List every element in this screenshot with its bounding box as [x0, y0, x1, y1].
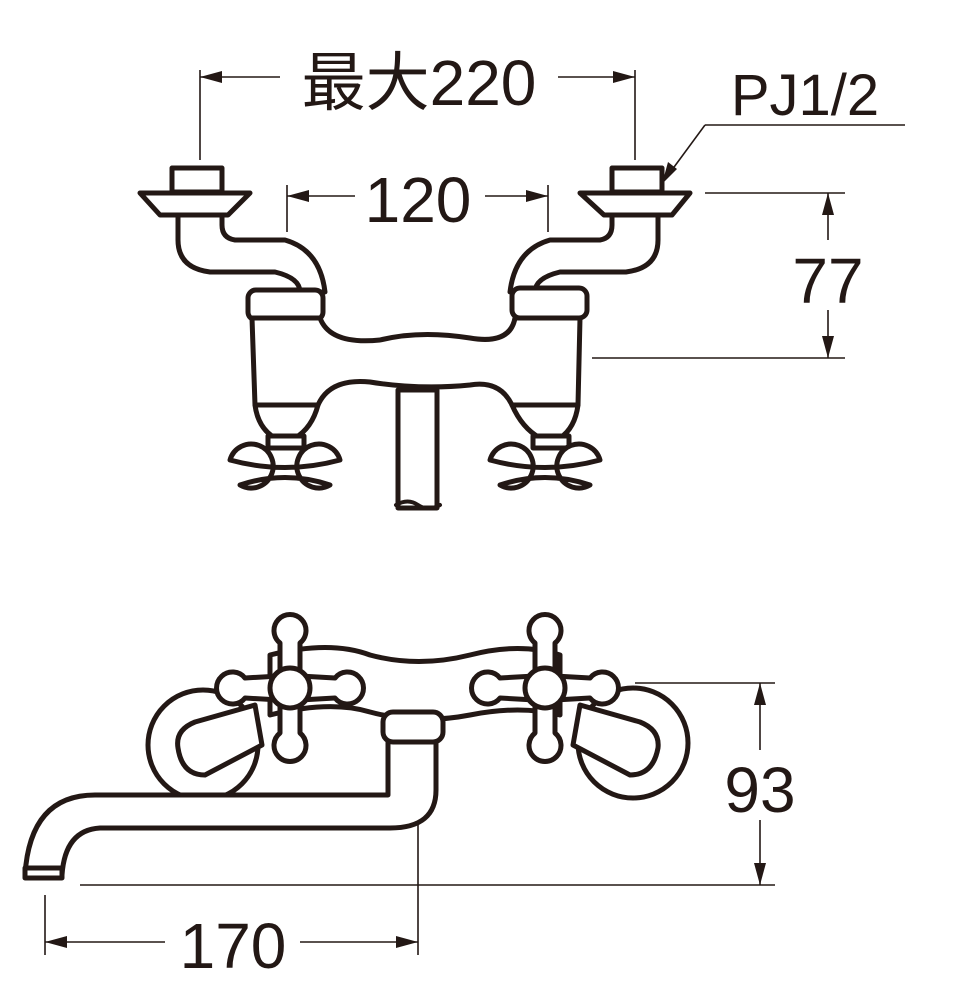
right-handle-front	[490, 444, 600, 488]
dimension-max-220: 最大220	[199, 47, 636, 160]
right-inlet-fitting	[507, 165, 693, 295]
left-inlet-fitting	[137, 165, 328, 295]
left-wall-flange	[145, 687, 265, 803]
dimension-170: 170	[44, 825, 419, 982]
dimension-93: 93	[80, 682, 796, 886]
top-height-label: 77	[792, 245, 863, 317]
side-height-label: 93	[724, 754, 795, 826]
spout	[22, 709, 446, 881]
right-wall-flange	[570, 685, 691, 801]
center-distance-label: 120	[365, 164, 472, 236]
spout-reach-label: 170	[180, 910, 287, 982]
side-view: 93 170	[22, 615, 796, 982]
thread-label: PJ1/2	[731, 63, 879, 128]
dimension-120: 120	[286, 164, 549, 236]
max-width-label: 最大220	[302, 47, 537, 119]
faucet-body-top	[245, 285, 590, 511]
left-handle-front	[230, 444, 340, 488]
dimension-77: 77	[592, 192, 864, 359]
top-view: 最大220 120 PJ1/2 77	[137, 47, 905, 511]
thread-callout: PJ1/2	[662, 63, 905, 184]
